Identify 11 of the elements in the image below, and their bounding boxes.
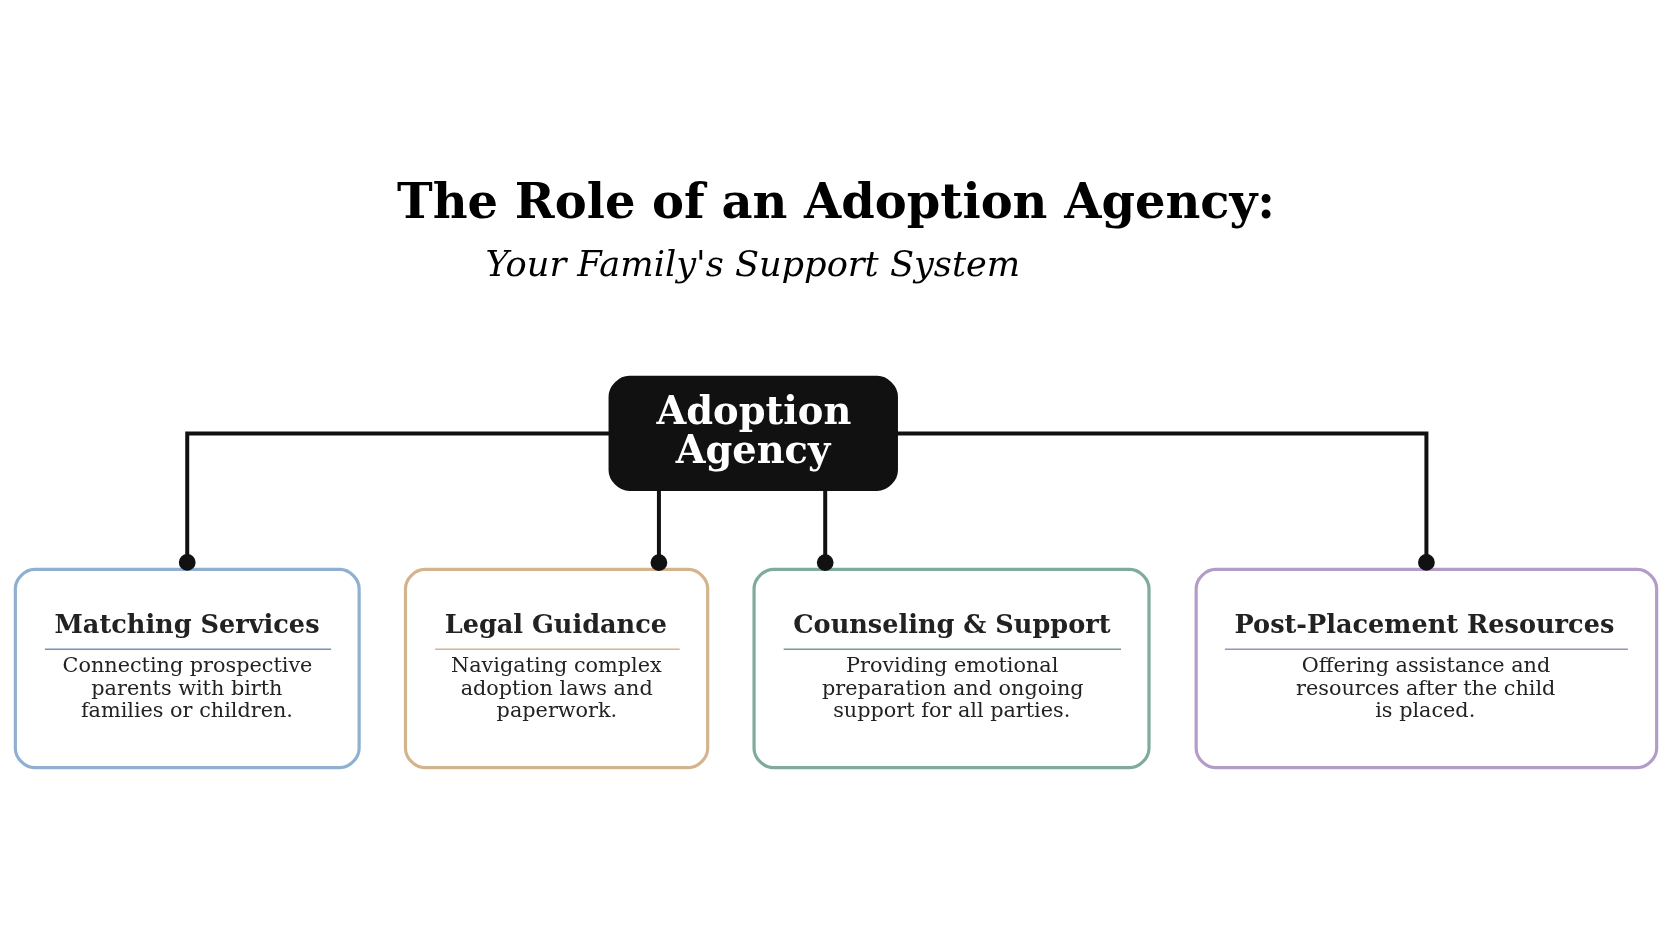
connector (896, 430, 1435, 571)
node-box: Counseling & Support Providing emotional preparation and ongoing support for all parties. (752, 567, 1151, 769)
connector (650, 489, 668, 571)
connector (816, 489, 834, 571)
label: Your Family's Support System (485, 242, 1021, 284)
node-box: Adoption Agency (608, 375, 898, 491)
node-box: Legal Guidance Navigating complex adoption laws and paperwork. (403, 567, 710, 769)
node-box: Matching Services Connecting prospective parents with birth families or children. (13, 567, 361, 769)
node-box: Post-Placement Resources Offering assistance and resources after the child is placed. (1194, 567, 1659, 769)
diagram-title: The Role of an Adoption Agency: (397, 172, 1276, 229)
connector (178, 430, 610, 571)
